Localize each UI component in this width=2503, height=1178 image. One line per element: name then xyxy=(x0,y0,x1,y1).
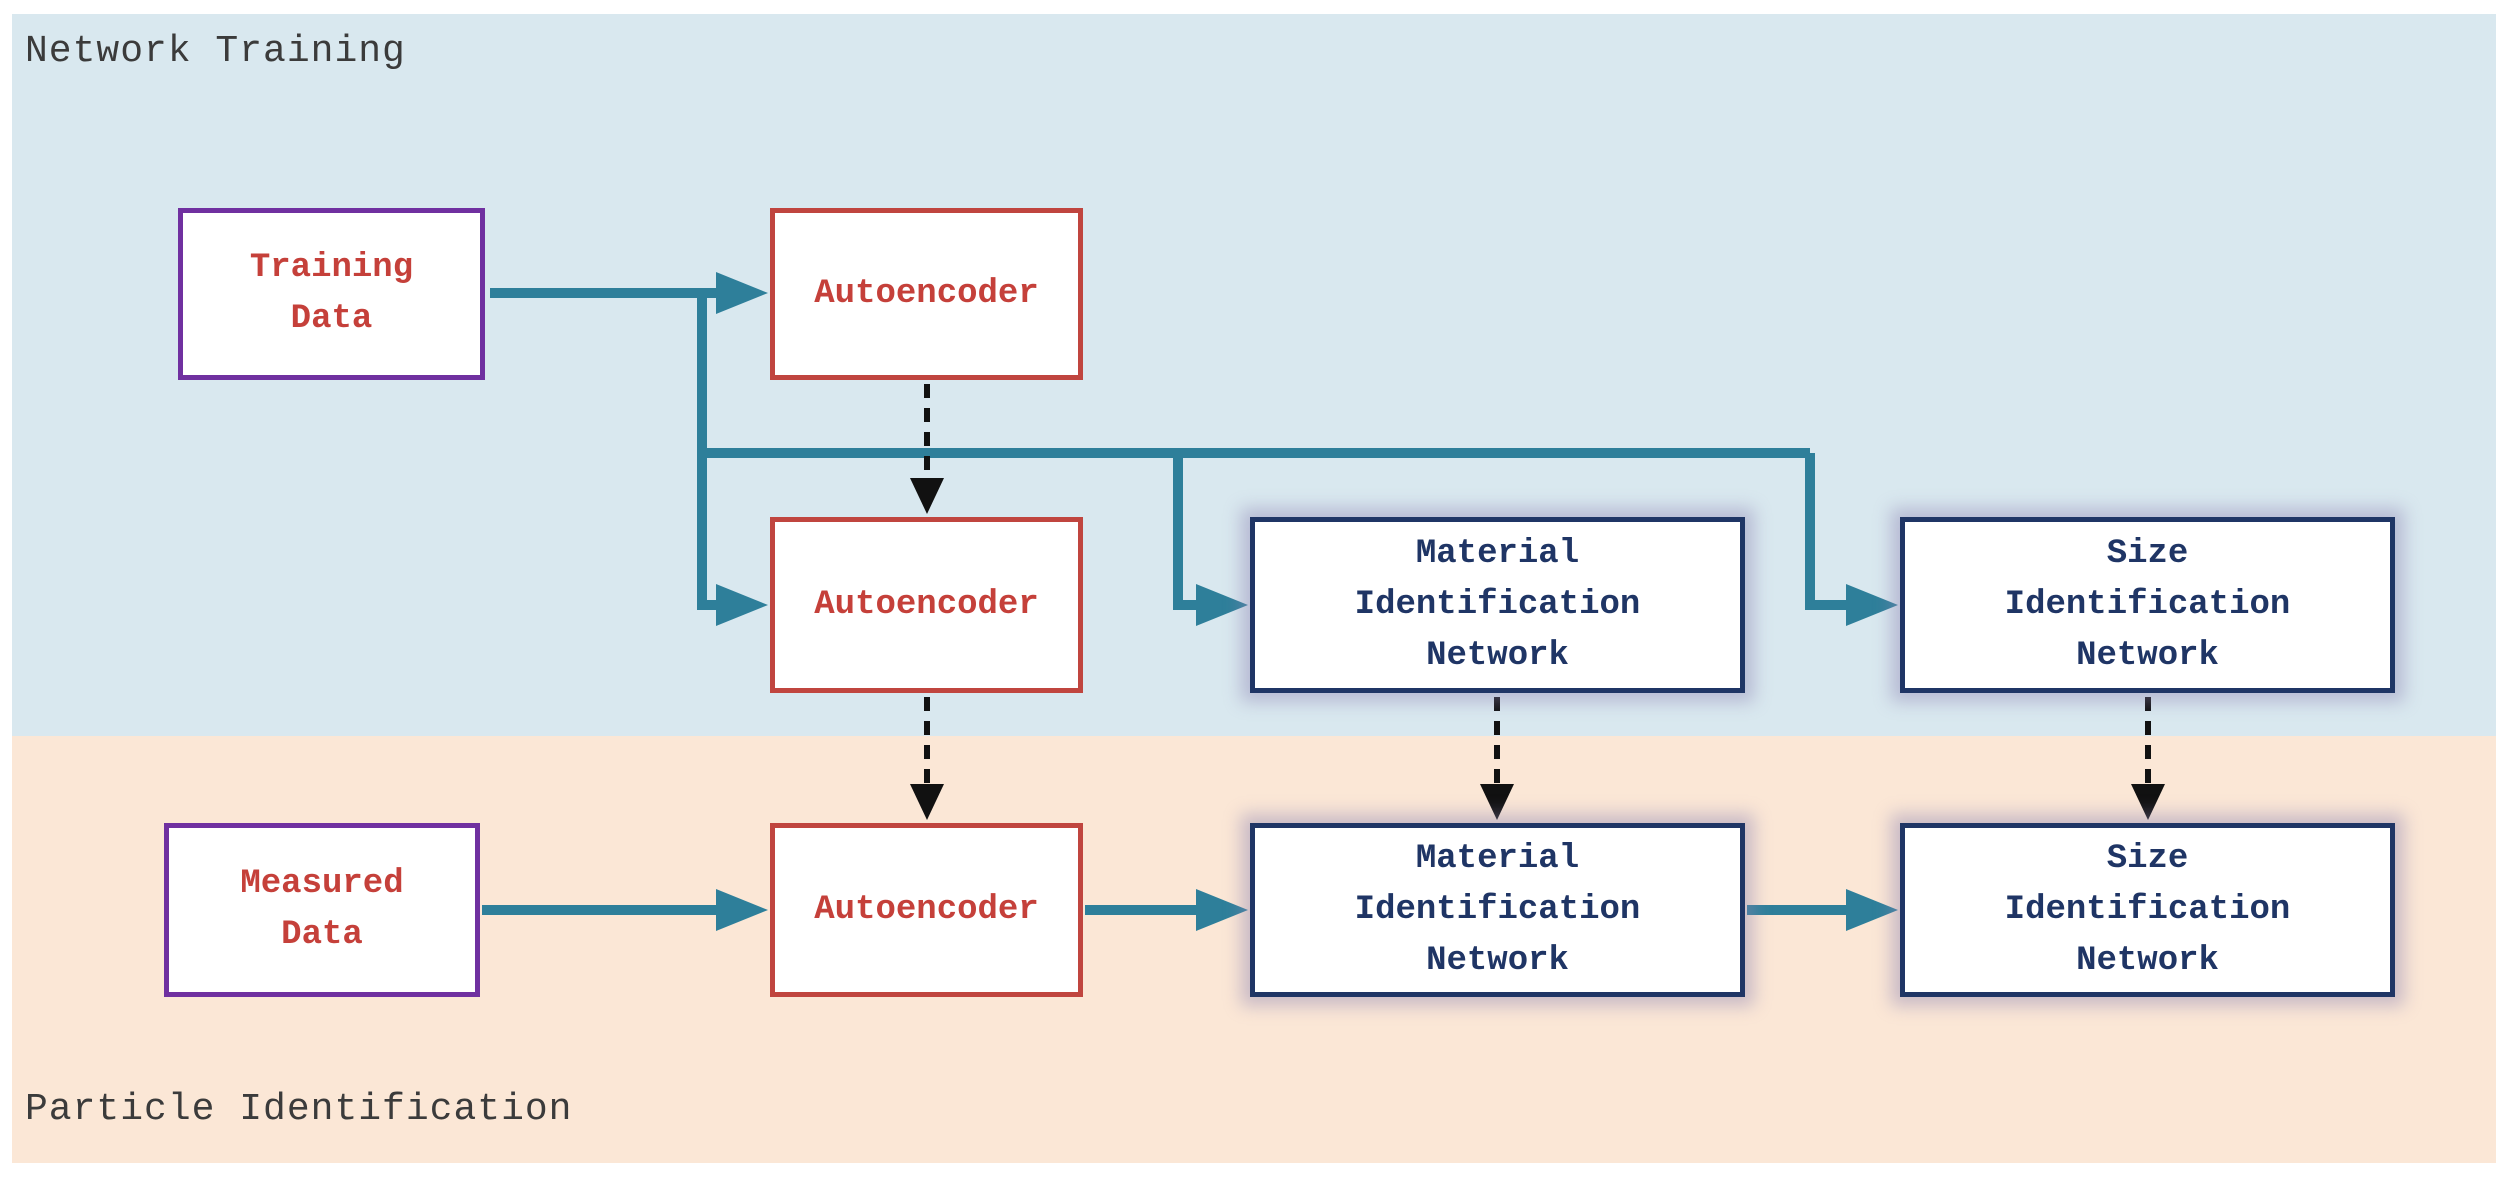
box-size-network-train: Size Identification Network xyxy=(1900,517,2395,693)
dashed-arrow-autoencoder2-to-autoencoder3 xyxy=(910,697,944,820)
box-measured-data: Measured Data xyxy=(164,823,480,997)
connector-to-material-network-train xyxy=(1173,453,1248,626)
connector-material-to-size xyxy=(1747,889,1898,931)
connector-branch-to-autoencoder2 xyxy=(697,290,768,626)
box-autoencoder-inference: Autoencoder xyxy=(770,823,1083,997)
box-label-material-network-inference: Material Identification Network xyxy=(1354,839,1641,980)
dashed-arrow-size-train-to-inference xyxy=(2131,697,2165,820)
connector-autoencoder3-to-material xyxy=(1085,889,1248,931)
box-size-network-inference: Size Identification Network xyxy=(1900,823,2395,997)
connector-training-to-autoencoder1 xyxy=(490,272,768,314)
dashed-arrow-autoencoder1-to-autoencoder2 xyxy=(910,384,944,514)
box-material-network-train: Material Identification Network xyxy=(1250,517,1745,693)
connector-to-size-network-train xyxy=(1805,453,1898,626)
box-training-data: Training Data xyxy=(178,208,485,380)
region-label-network-training: Network Training xyxy=(25,30,406,73)
box-label-size-network-inference: Size Identification Network xyxy=(2004,839,2291,980)
box-label-size-network-train: Size Identification Network xyxy=(2004,534,2291,675)
box-label-material-network-train: Material Identification Network xyxy=(1354,534,1641,675)
box-label-measured-data: Measured Data xyxy=(240,865,404,954)
box-label-autoencoder-train-1: Autoencoder xyxy=(814,274,1039,313)
dashed-arrow-material-train-to-inference xyxy=(1480,697,1514,820)
box-label-training-data: Training Data xyxy=(249,249,414,338)
region-label-particle-identification: Particle Identification xyxy=(25,1088,573,1131)
box-label-autoencoder-inference: Autoencoder xyxy=(814,890,1039,929)
box-autoencoder-train-2: Autoencoder xyxy=(770,517,1083,693)
box-autoencoder-train-1: Autoencoder xyxy=(770,208,1083,380)
box-material-network-inference: Material Identification Network xyxy=(1250,823,1745,997)
connector-measured-to-autoencoder3 xyxy=(482,889,768,931)
box-label-autoencoder-train-2: Autoencoder xyxy=(814,585,1039,624)
